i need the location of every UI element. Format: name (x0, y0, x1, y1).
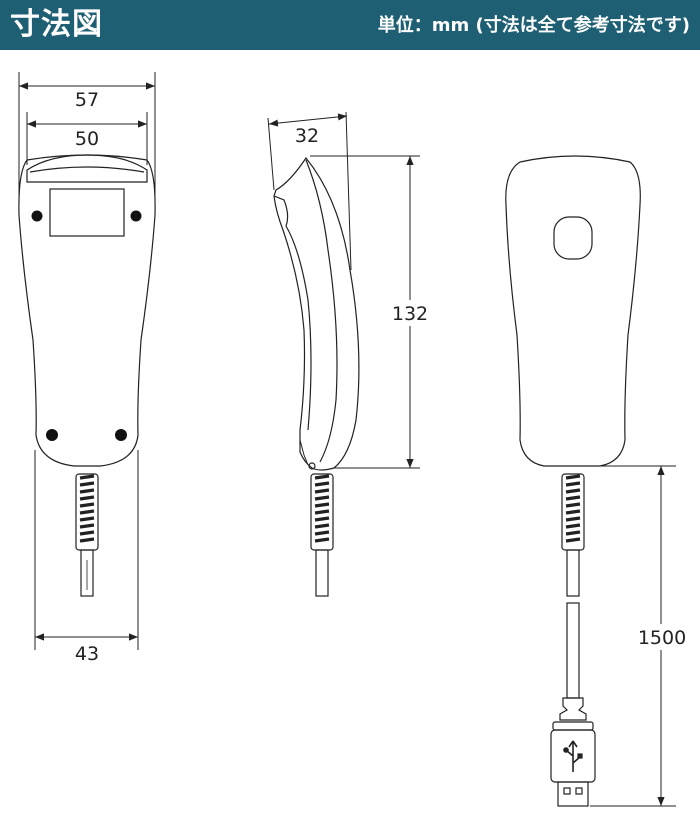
header-bar: 寸法図 単位：mm (寸法は全て参考寸法です) (0, 0, 700, 50)
dim-width-bottom: 43 (75, 643, 99, 665)
screw-top-left (31, 210, 43, 222)
front-body-outline (18, 154, 156, 467)
front-label-window (49, 188, 125, 237)
page-title: 寸法図 (10, 7, 103, 42)
back-strain-relief (561, 473, 585, 551)
front-strain-relief (75, 473, 99, 551)
back-button (553, 216, 593, 260)
back-body-outline (505, 155, 641, 467)
dim-cable-length: 1500 (638, 627, 686, 649)
screw-top-right (130, 210, 142, 222)
screw-bottom-right (115, 429, 127, 441)
dim-width-inner: 50 (75, 128, 99, 150)
dim-depth: 32 (295, 125, 319, 147)
front-view (18, 154, 156, 597)
front-dimensions (18, 72, 156, 650)
back-view (505, 155, 641, 807)
front-scan-window (26, 154, 148, 183)
side-body-outline (273, 156, 360, 471)
side-strain-relief (310, 473, 334, 551)
side-view (273, 156, 360, 597)
front-cable (80, 549, 94, 597)
dimension-drawing: 57 50 43 32 132 (18, 72, 688, 807)
back-cable-lower (566, 602, 580, 699)
side-cable (315, 549, 329, 597)
dim-height: 132 (392, 303, 428, 325)
screw-bottom-left (46, 429, 58, 441)
usb-connector (550, 697, 596, 807)
dim-width-overall: 57 (75, 89, 99, 111)
unit-note: 単位：mm (寸法は全て参考寸法です) (377, 15, 690, 36)
side-dimensions (267, 111, 420, 469)
back-cable-upper (566, 549, 580, 597)
